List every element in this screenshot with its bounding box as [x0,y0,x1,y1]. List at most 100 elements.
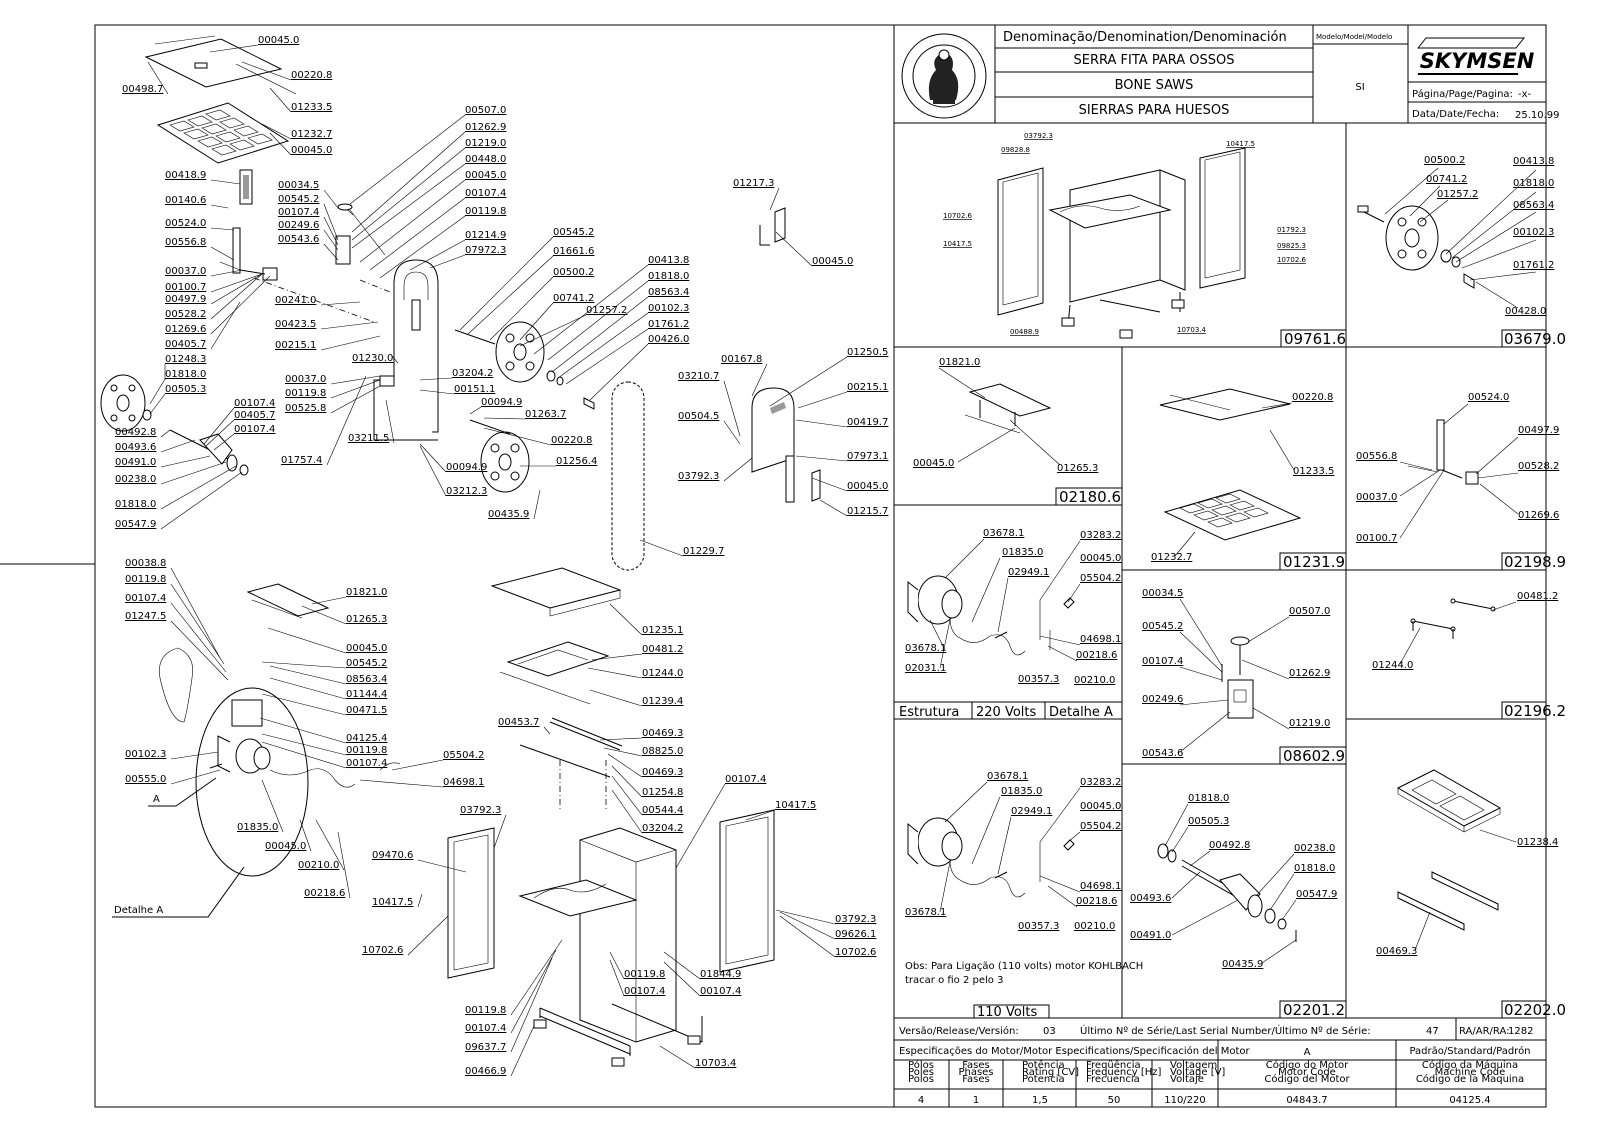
callout-leader [210,204,229,209]
svg-text:03792.3: 03792.3 [1024,132,1053,140]
part-callout: 00453.7 [498,717,539,728]
part-callout: 00102.3 [648,303,689,314]
part-callout: 01256.4 [556,456,597,467]
callout-leader [611,789,643,834]
callout-leader [269,87,292,113]
model-value: SI [1355,82,1364,93]
svg-text:00528.2: 00528.2 [1518,461,1559,472]
panel-02202-labels: 01238.4 00469.3 [1376,829,1558,957]
callout-leader [170,602,227,673]
callout-leader [149,393,166,415]
panel-08602-labels: 00034.5 00545.2 00507.0 00107.4 01262.9 … [1142,588,1330,759]
part-callout: 01239.4 [642,696,683,707]
svg-text:10703.4: 10703.4 [1177,326,1206,334]
part-callout: 00505.3 [165,384,206,395]
callout-leader [203,407,235,445]
part-callout: 00210.0 [298,860,339,871]
callout-leader [467,255,554,335]
svg-text:00107.4: 00107.4 [1142,656,1183,667]
svg-text:00210.0: 00210.0 [1074,921,1115,932]
part-callout: 01233.5 [291,102,332,113]
svg-text:Fases: Fases [962,1074,990,1085]
part-callout: 00498.7 [122,84,163,95]
part-callout: 00140.6 [165,195,206,206]
part-callout: 00045.0 [465,170,506,181]
phases-value: 1 [973,1095,979,1106]
callout-leader [510,1025,535,1077]
page-label: Página/Page/Pagina: [1412,88,1513,100]
part-callout: 00220.8 [291,70,332,81]
callout-leader [359,179,466,263]
panel-02180-labels: 01821.0 00045.0 01265.3 [913,357,1098,474]
svg-text:01219.0: 01219.0 [1289,718,1330,729]
callout-leader [320,335,381,351]
part-callout: 00045.0 [847,481,888,492]
callout-leader [210,269,243,277]
callout-leader [547,280,649,361]
part-callout: 01818.0 [648,271,689,282]
callout-leader [326,375,367,466]
svg-text:01835.0: 01835.0 [1002,547,1043,558]
svg-text:Potencia: Potencia [1022,1074,1065,1085]
panel-02201-drawing [1157,843,1297,942]
part-callout: 00492.8 [115,427,156,438]
part-callout: 00034.5 [278,180,319,191]
callout-leader [419,445,447,497]
callout-leader [469,406,482,415]
part-callout: 00094.9 [446,462,487,473]
part-callout: 00238.0 [115,474,156,485]
callout-leader [519,302,554,341]
callout-leader [751,363,768,397]
part-callout: 09637.7 [465,1042,506,1053]
part-callout: 08563.4 [648,287,689,298]
callout-leader [483,427,552,446]
svg-text:00741.2: 00741.2 [1426,174,1467,185]
callout-leader [213,433,235,451]
svg-text:09828.8: 09828.8 [1001,146,1030,154]
svg-text:01761.2: 01761.2 [1513,260,1554,271]
part-callout: 00405.7 [165,339,206,350]
callout-leader [589,689,643,707]
panel-01231-drawing [1159,388,1302,541]
part-callout: 00497.9 [165,294,206,305]
callout-leader [261,733,347,756]
callout-leader [269,132,292,156]
part-callout: 00547.9 [115,519,156,530]
part-callout: 03792.3 [678,471,719,482]
svg-text:Phases: Phases [958,1067,993,1078]
panel-code-09761: 09761.6 [1284,330,1346,348]
callout-leader [311,596,347,605]
part-callout: 01835.0 [237,822,278,833]
part-callout: 00107.4 [234,398,275,409]
svg-text:Código da Máquina: Código da Máquina [1422,1059,1518,1071]
svg-text:03283.2: 03283.2 [1080,530,1121,541]
svg-text:04698.1: 04698.1 [1080,881,1121,892]
main-callout-labels: 00045.000220.800498.701233.501232.700045… [115,35,888,1077]
svg-text:01835.0: 01835.0 [1001,786,1042,797]
panel-code-02180: 02180.6 [1059,488,1121,506]
svg-text:02949.1: 02949.1 [1008,567,1049,578]
part-callout: 09470.6 [372,850,413,861]
svg-text:10417.5: 10417.5 [1226,140,1255,148]
footer-110-volts: 110 Volts [977,1005,1037,1020]
part-callout: 00524.0 [165,218,206,229]
column-headers: Pólos Poles Polos Fases Phases Fases Pot… [908,1059,1524,1085]
part-callout: 01661.6 [553,246,594,257]
callout-leader [419,389,455,395]
callout-leader [603,747,643,757]
callout-leader [261,693,347,716]
callout-leader [419,443,447,473]
svg-text:Código del Motor: Código del Motor [1264,1073,1350,1085]
part-callout: 00525.8 [285,403,326,414]
svg-text:00435.9: 00435.9 [1222,959,1263,970]
callout-leader [359,779,444,788]
variant-label: A [1304,1047,1311,1058]
callout-leader [510,949,557,1034]
part-callout: 00413.8 [648,255,689,266]
callout-leader [330,375,381,385]
part-callout: 00491.0 [115,457,156,468]
svg-text:03678.1: 03678.1 [987,771,1028,782]
svg-text:Freqüência: Freqüência [1086,1059,1141,1071]
note-110v-line1: Obs: Para Ligação (110 volts) motor KOHL… [905,961,1143,972]
part-callout: 01262.9 [465,122,506,133]
